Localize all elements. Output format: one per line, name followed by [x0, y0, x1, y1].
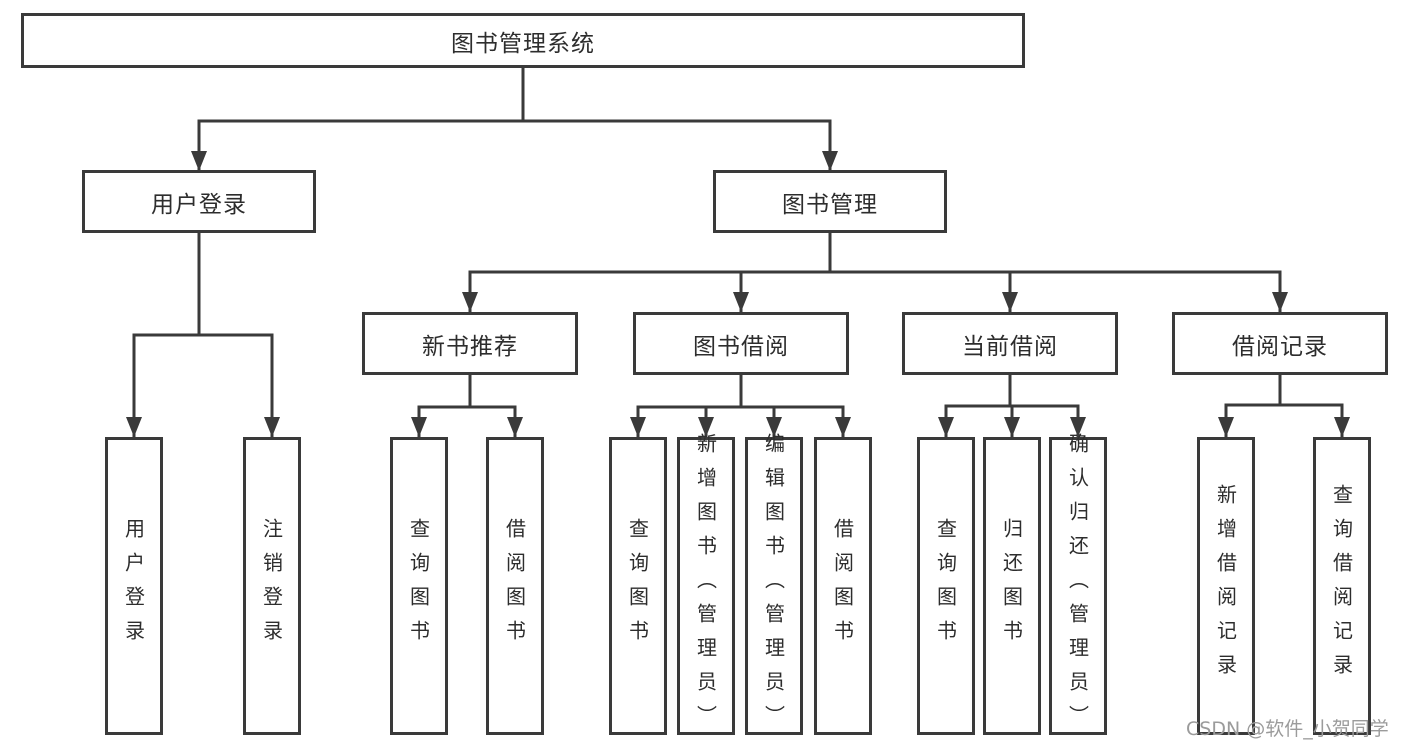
connector-book-borrowing-to-leaves	[630, 373, 851, 438]
leaf-label: 编辑图书（管理员）	[761, 433, 786, 739]
node-label: 借阅记录	[1232, 333, 1328, 360]
node-label: 新书推荐	[422, 333, 518, 360]
leaf-search-books-borrow: 查询图书	[609, 437, 667, 735]
leaf-label: 确认归还（管理员）	[1065, 433, 1090, 739]
connector-user-login-to-leaves	[126, 231, 280, 438]
leaf-label: 归还图书	[999, 518, 1024, 654]
leaf-label: 借阅图书	[502, 518, 527, 654]
node-current-borrowing: 当前借阅	[902, 312, 1118, 375]
leaf-return-books: 归还图书	[983, 437, 1041, 735]
connector-book-management-to-level3	[462, 231, 1288, 313]
node-book-borrowing: 图书借阅	[633, 312, 849, 375]
node-label: 当前借阅	[962, 333, 1058, 360]
leaf-add-borrow-record: 新增借阅记录	[1197, 437, 1255, 735]
connector-new-book-recommendation-to-leaves	[411, 373, 523, 438]
leaf-label: 新增图书（管理员）	[693, 433, 718, 739]
leaf-borrow-books-recommend: 借阅图书	[486, 437, 544, 735]
node-new-book-recommendation: 新书推荐	[362, 312, 578, 375]
leaf-label: 查询图书	[933, 518, 958, 654]
connector-root-to-level2	[191, 66, 838, 172]
connector-borrowing-records-to-leaves	[1218, 373, 1350, 438]
leaf-search-books-recommend: 查询图书	[390, 437, 448, 735]
leaf-confirm-return-admin: 确认归还（管理员）	[1049, 433, 1107, 739]
leaf-add-books-admin: 新增图书（管理员）	[677, 433, 735, 739]
leaf-search-books-current: 查询图书	[917, 437, 975, 735]
node-label: 图书管理系统	[451, 30, 595, 57]
leaf-label: 注销登录	[259, 518, 284, 654]
leaf-search-borrow-record: 查询借阅记录	[1313, 437, 1371, 735]
leaf-logout: 注销登录	[243, 437, 301, 735]
watermark: CSDN @软件_小贺同学	[1186, 718, 1389, 740]
leaf-label: 新增借阅记录	[1213, 484, 1238, 688]
node-label: 图书借阅	[693, 333, 789, 360]
leaf-label: 查询图书	[406, 518, 431, 654]
node-user-login: 用户登录	[82, 170, 316, 233]
node-borrowing-records: 借阅记录	[1172, 312, 1388, 375]
node-label: 图书管理	[782, 191, 878, 218]
node-library-management-system: 图书管理系统	[21, 13, 1025, 68]
node-book-management: 图书管理	[713, 170, 947, 233]
connector-current-borrowing-to-leaves	[938, 373, 1086, 438]
leaf-label: 用户登录	[121, 518, 146, 654]
leaf-label: 查询借阅记录	[1329, 484, 1354, 688]
leaf-label: 借阅图书	[830, 518, 855, 654]
leaf-borrow-books: 借阅图书	[814, 437, 872, 735]
leaf-user-login: 用户登录	[105, 437, 163, 735]
leaf-edit-books-admin: 编辑图书（管理员）	[745, 433, 803, 739]
leaf-label: 查询图书	[625, 518, 650, 654]
node-label: 用户登录	[151, 191, 247, 218]
